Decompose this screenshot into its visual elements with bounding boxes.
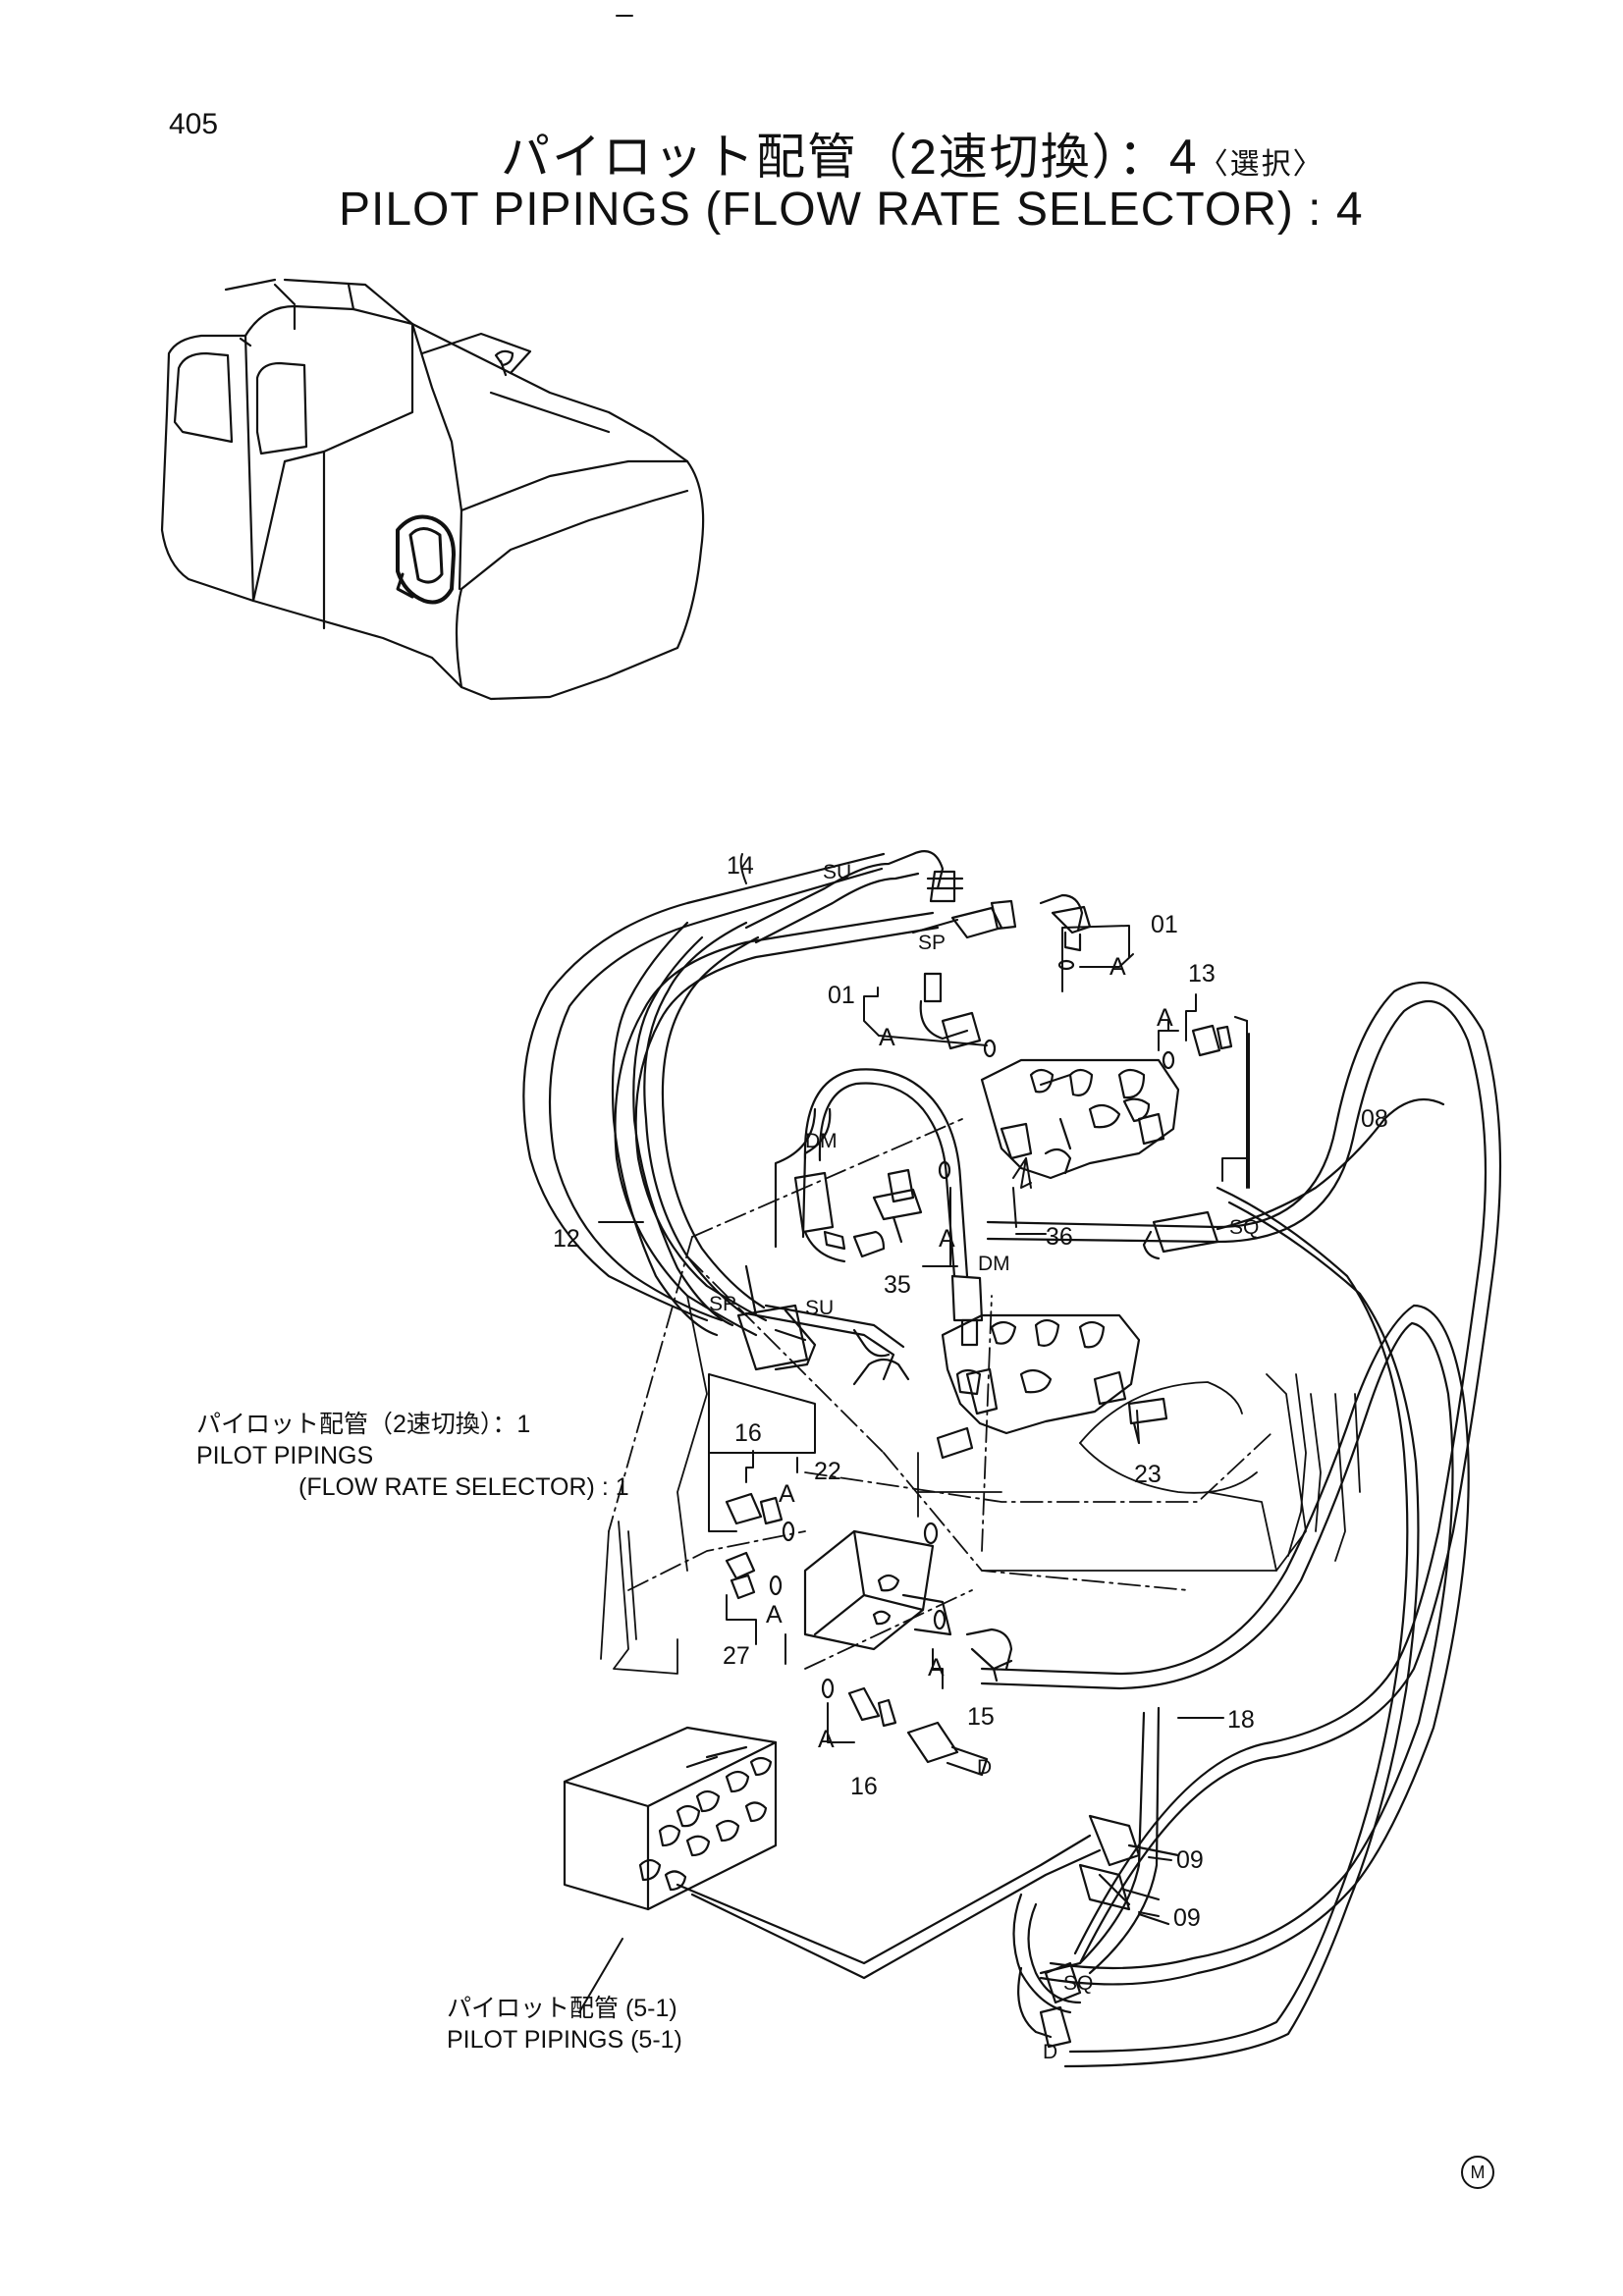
seal-label-a: A [766,1601,783,1629]
part-number-12: 12 [553,1225,580,1253]
flow-rate-selector-valve-icon [980,1015,1249,1189]
part-number-09: 09 [1173,1904,1201,1932]
seal-label-a: A [939,1225,955,1253]
excavator-overview-icon [160,278,705,701]
reference-jp: パイロット配管 (5-1) [447,1995,677,2022]
seal-label-a: A [818,1726,835,1753]
flow-rate-selector-valve-icon [803,1529,1013,1682]
outline-dashdot [608,1118,1272,1670]
title-japanese-suffix: 〈選択〉 [1198,148,1325,181]
seal-label-a: A [928,1654,945,1682]
part-number-35: 35 [884,1271,911,1299]
seal-label-a: A [1109,953,1126,981]
part-number-16: 16 [734,1419,762,1447]
part-number-09: 09 [1176,1846,1204,1874]
flow-rate-selector-valve-icon [936,1313,1141,1460]
part-number-27: 27 [723,1642,750,1670]
leader-lines [578,853,1250,2013]
fitting-icon [725,972,1233,1777]
seal-label-a: A [779,1480,795,1508]
reference-jp: パイロット配管（2速切換）：1 [196,1411,531,1438]
port-label-dm: DM [978,1253,1010,1275]
part-number-15: 15 [967,1703,995,1731]
port-label-sq: SQ [1229,1216,1260,1239]
part-number-16: 16 [850,1773,878,1800]
frame-outline [600,1295,1361,1675]
port-label-su: SU [805,1297,835,1319]
port-label-su: SU [823,861,852,883]
pilot-valve-block-icon [563,1726,1180,2049]
part-number-01: 01 [1151,911,1178,938]
seal-label-a: A [879,1024,895,1051]
port-label-sp: SP [709,1293,737,1315]
part-number-18: 18 [1227,1706,1255,1734]
page-number: 405 [169,108,219,140]
reference-en: (FLOW RATE SELECTOR) : 1 [298,1473,629,1501]
part-number-13: 13 [1188,960,1216,988]
port-label-d: D [977,1756,993,1779]
port-label-dm: DM [805,1130,838,1152]
part-number-22: 22 [814,1458,841,1485]
title-english: PILOT PIPINGS (FLOW RATE SELECTOR) : 4 [339,184,1364,236]
part-number-01: 01 [828,982,855,1009]
part-number-36: 36 [1046,1223,1073,1251]
part-number-23: 23 [1134,1461,1162,1488]
reference-en: PILOT PIPINGS (5-1) [447,2026,682,2054]
o-ring-icon [769,959,1175,1699]
reference-en: PILOT PIPINGS [196,1442,374,1469]
title-japanese: パイロット配管（2速切換）：4〈選択〉 [501,133,1325,182]
manufacturer-mark: M [1461,2156,1494,2189]
reference-note: パイロット配管（2速切換）：1 PILOT PIPINGS (FLOW RATE… [196,1409,629,1503]
part-number-08: 08 [1361,1105,1388,1133]
port-label-sq: SQ [1063,1972,1094,1995]
pilot-hose-icon [611,921,984,1347]
port-label-sp: SP [918,932,947,954]
reference-note: パイロット配管 (5-1) PILOT PIPINGS (5-1) [447,1993,682,2056]
pilot-hose-icon [643,850,1092,1386]
seal-label-a: A [1157,1004,1173,1032]
title-japanese-main: パイロット配管（2速切換）：4 [501,130,1199,185]
port-label-d: D [1043,2041,1058,2063]
part-number-14: 14 [727,852,754,880]
